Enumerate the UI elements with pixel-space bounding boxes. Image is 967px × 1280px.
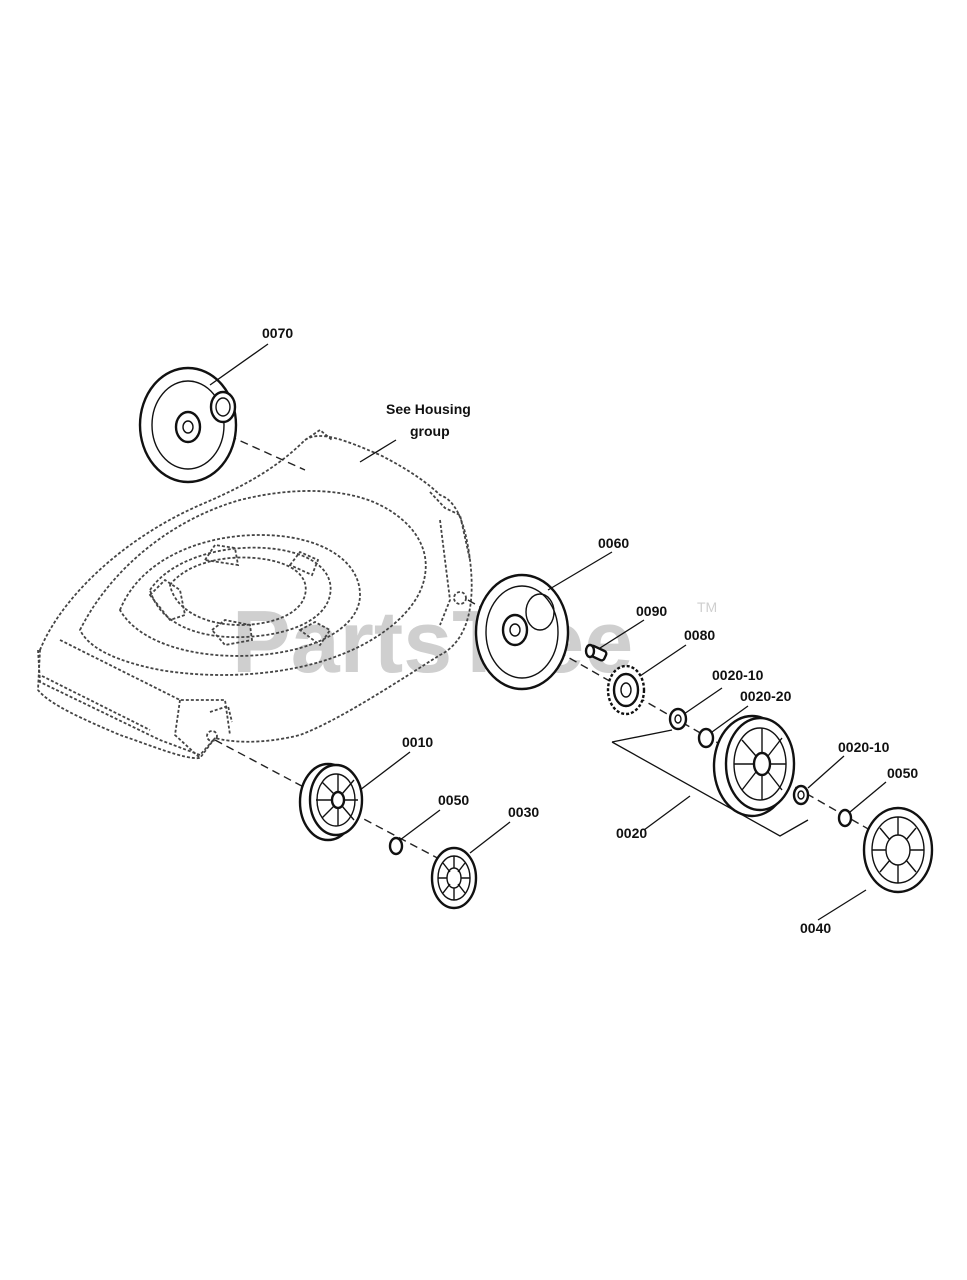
label-0010: 0010 [402, 734, 433, 750]
label-0030: 0030 [508, 804, 539, 820]
label-0020-10-outer: 0020-10 [838, 739, 890, 755]
part-0020-10-bushing-outer [792, 784, 810, 806]
leader-lines [209, 343, 887, 921]
part-0090-bolt [584, 643, 608, 662]
part-0070-cover [138, 366, 238, 484]
label-0090: 0090 [636, 603, 667, 619]
label-0070: 0070 [262, 325, 293, 341]
housing-reference-line1: See Housing [386, 401, 471, 417]
part-0050-nut-front [388, 836, 404, 856]
part-0020-10-bushing-inner [668, 707, 688, 731]
trademark-mark: TM [697, 599, 717, 615]
label-0020-10-inner: 0020-10 [712, 667, 764, 683]
label-0040: 0040 [800, 920, 831, 936]
part-0040-hubcap [862, 806, 934, 894]
part-0080-gear [606, 664, 646, 716]
label-0020-20: 0020-20 [740, 688, 792, 704]
label-0050-front: 0050 [438, 792, 469, 808]
label-0050-right: 0050 [887, 765, 918, 781]
partstree-watermark: PartsTree [232, 592, 633, 691]
housing-reference-line2: group [410, 423, 450, 439]
part-0020-20-spacer [697, 727, 715, 749]
part-0060-cover [474, 573, 570, 691]
part-0020-wheel [712, 714, 796, 818]
part-0010-wheel [298, 762, 364, 842]
part-0030-hubcap [430, 846, 478, 910]
label-0020: 0020 [616, 825, 647, 841]
label-0080: 0080 [684, 627, 715, 643]
part-0050-nut-right [837, 808, 853, 828]
mower-deck-housing [37, 428, 473, 760]
front-axle-centerline [214, 739, 461, 871]
label-0060: 0060 [598, 535, 629, 551]
